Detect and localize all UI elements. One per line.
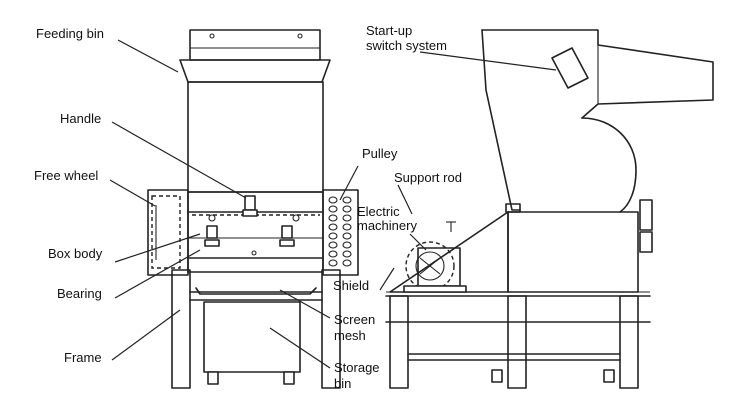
pulley-drawing — [322, 189, 359, 276]
pulley-groove — [328, 223, 338, 231]
storage-bin-drawing — [203, 301, 301, 385]
label-machinery: machinery — [357, 218, 417, 233]
pulley-groove — [328, 259, 338, 267]
label-handle: Handle — [60, 111, 101, 126]
pulley-groove — [342, 196, 352, 204]
startup-switch-drawing — [551, 47, 589, 89]
side-frame-drawing — [389, 295, 639, 389]
label-frame: Frame — [64, 350, 102, 365]
screen-mesh-drawing — [195, 287, 317, 295]
pulley-groove — [342, 205, 352, 213]
label-feeding-bin: Feeding bin — [36, 26, 104, 41]
label-switch-system: switch system — [366, 38, 447, 53]
label-storage: Storage — [334, 360, 380, 375]
pulley-groove — [328, 214, 338, 222]
pulley-groove — [328, 205, 338, 213]
pulley-groove — [342, 250, 352, 258]
pulley-groove — [328, 196, 338, 204]
pulley-groove — [342, 232, 352, 240]
pulley-groove — [328, 232, 338, 240]
labels: Feeding bin Handle Free wheel Box body B… — [34, 23, 462, 391]
label-electric: Electric — [357, 204, 400, 219]
free-wheel-drawing — [147, 189, 189, 276]
side-view — [385, 29, 714, 389]
pulley-groove — [342, 223, 352, 231]
label-pulley: Pulley — [362, 146, 398, 161]
label-mesh: mesh — [334, 328, 366, 343]
pulley-groove — [328, 250, 338, 258]
label-screen: Screen — [334, 312, 375, 327]
feeding-bin-drawing — [179, 29, 331, 83]
label-bearing: Bearing — [57, 286, 102, 301]
hopper-column — [187, 81, 324, 193]
pulley-groove — [342, 214, 352, 222]
pulley-groove — [342, 259, 352, 267]
frame-drawing — [171, 269, 341, 389]
hopper-side-drawing — [481, 29, 714, 213]
pulley-groove — [342, 241, 352, 249]
label-support-rod: Support rod — [394, 170, 462, 185]
side-body-drawing — [385, 199, 653, 323]
label-free-wheel: Free wheel — [34, 168, 98, 183]
label-box-body: Box body — [48, 246, 103, 261]
handle-drawing — [204, 195, 295, 247]
pulley-groove — [328, 241, 338, 249]
leader-lines — [109, 39, 557, 369]
label-shield: Shield — [333, 278, 369, 293]
label-bin: bin — [334, 376, 351, 391]
label-start-up: Start-up — [366, 23, 412, 38]
front-view — [147, 29, 359, 389]
motor-drawing — [403, 241, 467, 293]
